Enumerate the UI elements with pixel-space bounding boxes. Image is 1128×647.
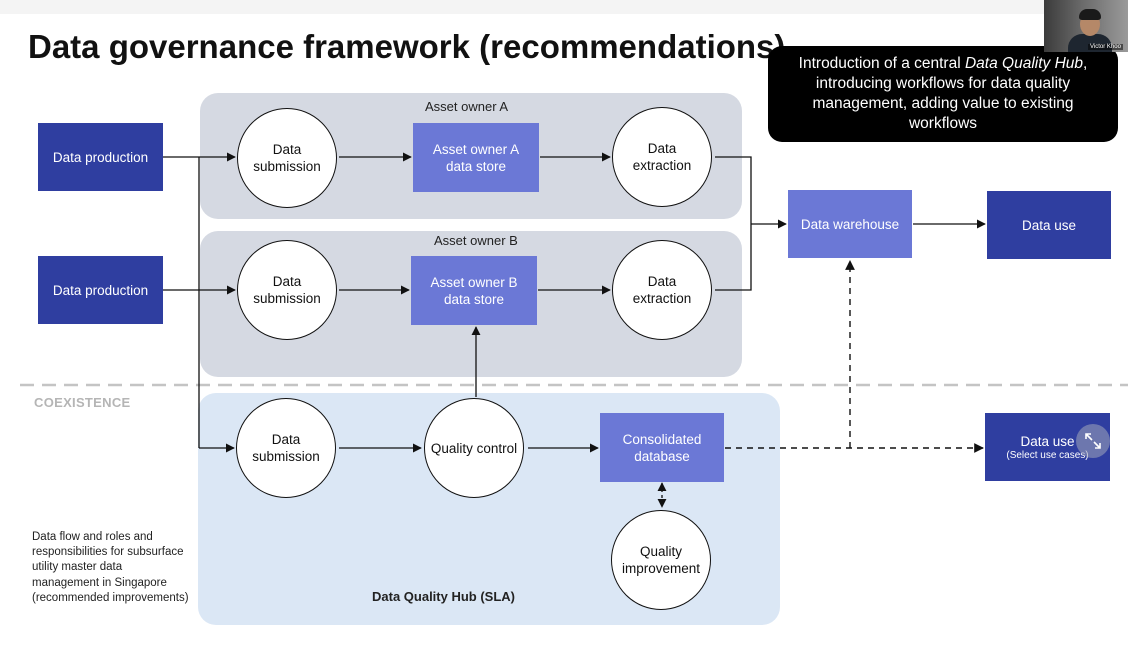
video-thumbnail[interactable]: Victor Khoo [1044,0,1128,52]
callout-text: Introduction of a central Data Quality H… [780,54,1106,134]
data-extraction-a-circle: Data extraction [612,107,712,207]
data-submission-b-circle: Data submission [237,240,337,340]
footnote-text: Data flow and roles and responsibilities… [32,531,189,604]
quality-improvement-label: Quality improvement [621,544,701,576]
data-submission-hub-circle: Data submission [236,398,336,498]
callout-text-part2: , introducing workflows for data quality… [812,55,1088,132]
expand-icon [1085,433,1101,449]
asset-owner-a-store-label: Asset owner A data store [432,141,520,174]
consolidated-database-box: Consolidated database [600,413,724,482]
slide-title: Data governance framework (recommendatio… [28,28,786,65]
data-use-select-sublabel: (Select use cases) [1006,449,1089,461]
data-production-b-box: Data production [38,256,163,324]
callout-emphasis: Data Quality Hub [964,55,1083,72]
data-extraction-b-label: Data extraction [632,274,692,306]
asset-owner-a-label: Asset owner A [425,99,509,114]
data-submission-a-circle: Data submission [237,108,337,208]
asset-owner-b-label: Asset owner B [434,233,518,248]
callout-text-part1: Introduction of a central [798,55,965,72]
data-extraction-a-label: Data extraction [632,141,692,173]
asset-owner-b-store-box: Asset owner B data store [411,256,537,325]
data-use-select-label: Data use [1020,433,1075,449]
quality-control-circle: Quality control [424,398,524,498]
expand-button[interactable] [1076,424,1110,458]
participant-hair [1079,9,1101,20]
data-use-select-box: Data use (Select use cases) [985,413,1110,481]
asset-owner-a-store-box: Asset owner A data store [413,123,539,192]
data-quality-hub-label: Data Quality Hub (SLA) [372,589,516,604]
data-extraction-b-circle: Data extraction [612,240,712,340]
callout-box: Introduction of a central Data Quality H… [768,46,1118,142]
quality-improvement-circle: Quality improvement [611,510,711,610]
top-bar [0,0,1128,14]
data-submission-a-label: Data submission [253,142,321,174]
line-extractions-join [715,156,752,291]
data-use-box: Data use [987,191,1111,259]
data-production-a-box: Data production [38,123,163,191]
data-submission-b-label: Data submission [253,274,321,306]
consolidated-database-label: Consolidated database [622,431,702,464]
participant-name: Victor Khoo [1088,44,1123,50]
asset-owner-b-store-label: Asset owner B data store [430,274,518,307]
coexistence-label: COEXISTENCE [34,395,131,410]
data-submission-hub-label: Data submission [252,432,320,464]
data-warehouse-box: Data warehouse [788,190,912,258]
quality-control-label: Quality control [430,440,518,456]
